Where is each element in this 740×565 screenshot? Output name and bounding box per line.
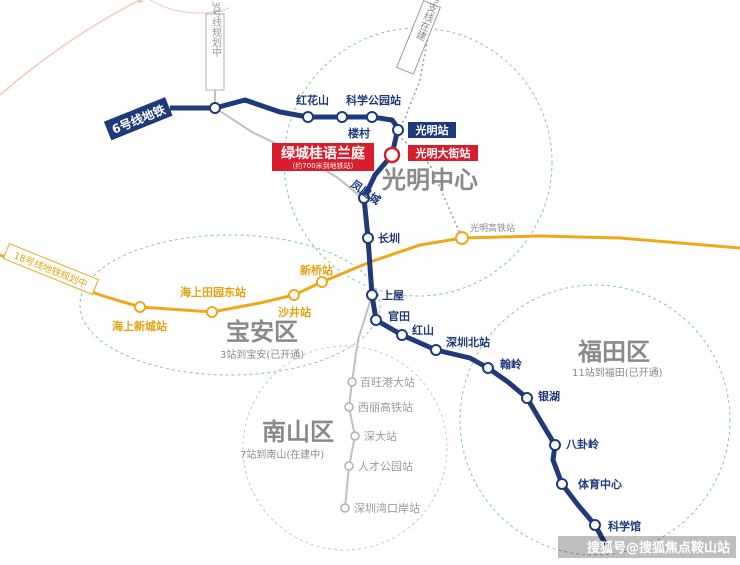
station-guantian: 官田 [388,309,410,323]
station-shenzhenwankouan: 深圳湾口岸站 [354,501,420,515]
station-xiligaotie: 西丽高铁站 [358,400,413,414]
guangmingdajie-label-bg [408,145,478,161]
stations-nanshan [340,377,360,513]
district-futian: 福田区 [577,338,650,366]
guangming-label-bg [408,122,456,138]
project-note: (约700米到地铁站) [293,161,354,170]
line-18 [0,234,740,314]
district-futian-sub: 11站到福田(已开通) [572,366,663,379]
line-13-label: 13号线规划中 [205,0,225,91]
stations-line-18 [134,231,469,318]
line-18-label-text: 18号线地铁规划中 [12,250,89,291]
line-6-branch [397,14,433,131]
district-circle-baoan [79,234,381,376]
station-honghuashan: 红花山 [296,93,329,107]
line-13-label-text: 13号线规划中 [210,0,222,58]
station-kexuegongyuan: 科学公园站 [346,93,401,107]
station-shenda: 深大站 [364,429,397,443]
project-marker[interactable] [383,146,401,164]
station-tiyuzhongxin: 体育中心 [578,477,622,491]
line-6-label: 6号线地铁 [103,97,173,141]
line-6-branch-label: 6号支线在建 [396,0,445,75]
station-shangwu: 上屋 [382,288,404,302]
line-6 [170,97,609,547]
district-circle-futian [459,284,731,556]
decor-arc-dot [137,0,143,3]
district-circle-nanshan [242,345,448,551]
station-shajing: 沙井站 [278,305,311,319]
district-nanshan-sub: 7站到南山(在建中) [240,448,324,461]
station-yinhu: 银湖 [538,389,560,403]
stations-line-6 [209,102,601,531]
line-18-label: 18号线地铁规划中 [2,243,100,296]
station-guangming: 光明站 [415,123,449,137]
station-kexueguan: 科学馆 [608,519,641,533]
station-baguaing: 八卦岭 [565,437,599,451]
station-shenzhenbei: 深圳北站 [446,335,490,349]
district-baoan: 宝安区 [226,318,298,346]
station-hongshan: 红山 [412,323,434,337]
watermark: 搜狐号@搜狐焦点鞍山站 [587,540,730,556]
district-guangming: 光明中心 [381,166,478,194]
district-baoan-sub: 3站到宝安(已开通) [220,348,304,361]
station-haishangtianyuandong: 海上田园东站 [180,285,246,299]
station-rencaigongyuan: 人才公园站 [358,459,413,473]
decor-arc-2 [149,0,231,14]
station-changzhen: 长圳 [378,231,400,245]
station-loucun: 楼村 [348,126,370,140]
station-haishangxincheng: 海上新城站 [112,319,167,333]
station-xinqiao: 新桥站 [300,263,333,277]
station-guangminggaotie: 光明高铁站 [470,222,515,234]
district-nanshan: 南山区 [262,418,334,446]
project-label-bg [272,143,374,171]
watermark-bg [558,536,736,558]
project-name: 绿城桂语兰庭 [281,145,366,162]
decor-arc [0,0,141,96]
station-guangmingdajie: 光明大街站 [415,146,471,160]
station-hanling: 翰岭 [500,357,522,371]
station-baiwanggang: 百旺港大站 [360,375,415,389]
